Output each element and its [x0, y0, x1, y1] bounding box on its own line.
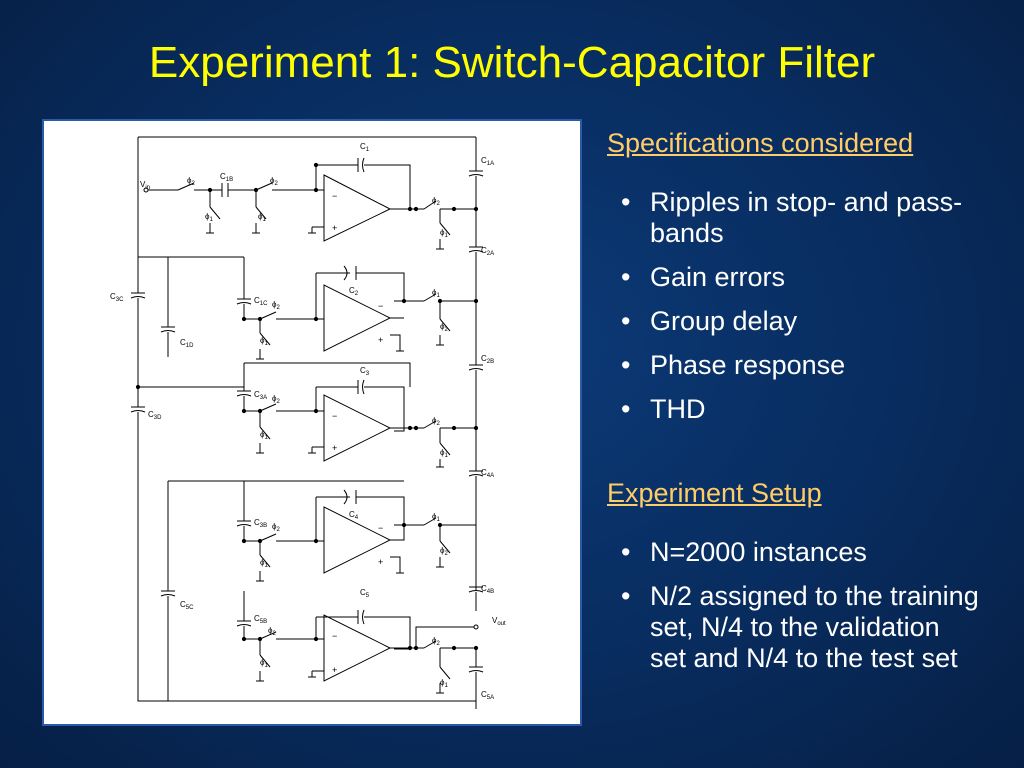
setup-list: N=2000 instances N/2 assigned to the tra… — [607, 537, 1007, 687]
label-phi1-g: ϕ1 — [440, 448, 448, 459]
label-plus-4: + — [378, 557, 383, 567]
specifications-item: Group delay — [607, 306, 1007, 337]
specifications-item: Phase response — [607, 350, 1007, 381]
label-plus-2: + — [378, 335, 383, 345]
label-c3b: C3B — [254, 518, 267, 529]
stage-4 — [160, 480, 484, 657]
stage-3 — [130, 362, 484, 591]
label-phi2-f: ϕ2 — [272, 394, 280, 405]
label-c2a: C2A — [481, 246, 494, 257]
label-phi1-j: ϕ1 — [260, 658, 268, 669]
label-c3c: C3C — [110, 292, 124, 303]
label-minus-3: − — [332, 411, 337, 421]
label-c5a: C5A — [481, 690, 494, 701]
label-minus-1: − — [332, 191, 337, 201]
label-c3: C3 — [360, 366, 370, 377]
label-c4b: C4B — [481, 584, 494, 595]
specifications-item: Gain errors — [607, 262, 1007, 293]
circuit-labels: C1 C1A C1B Vin ϕ2 ϕ2 ϕ1 ϕ1 − + ϕ2 ϕ1 C2A… — [110, 142, 506, 701]
setup-item: N=2000 instances — [607, 537, 1007, 568]
label-vin: Vin — [140, 180, 150, 191]
label-c1a: C1A — [481, 156, 494, 167]
label-phi2-b: ϕ2 — [270, 176, 278, 187]
label-plus-5: + — [332, 665, 337, 675]
specifications-heading: Specifications considered — [607, 128, 914, 158]
label-phi1-c: ϕ1 — [440, 228, 448, 239]
label-phi1-b: ϕ1 — [258, 212, 266, 223]
label-phi1-e: ϕ1 — [432, 288, 440, 299]
specifications-item: THD — [607, 394, 1007, 425]
label-c4: C4 — [349, 510, 359, 521]
stage-2 — [130, 257, 484, 411]
label-c1d: C1D — [180, 338, 194, 349]
label-plus-1: + — [332, 223, 337, 233]
label-c3d: C3D — [148, 410, 162, 421]
label-phi1-i: ϕ1 — [432, 512, 440, 523]
label-c3a: C3A — [254, 390, 267, 401]
stage-5 — [137, 591, 484, 709]
specifications-item: Ripples in stop- and pass-bands — [607, 187, 1007, 249]
label-phi1-a: ϕ1 — [205, 212, 213, 223]
label-phi2-h: ϕ2 — [272, 522, 280, 533]
setup-item: N/2 assigned to the training set, N/4 to… — [607, 581, 980, 674]
label-phi1-d: ϕ1 — [260, 336, 268, 347]
label-vout: Vout — [492, 616, 506, 627]
label-phi2-d: ϕ2 — [272, 300, 280, 311]
slide-title: Experiment 1: Switch-Capacitor Filter — [148, 38, 876, 87]
label-c5b: C5B — [254, 614, 267, 625]
circuit-diagram: C1 C1A C1B Vin ϕ2 ϕ2 ϕ1 ϕ1 − + ϕ2 ϕ1 C2A… — [42, 119, 582, 726]
label-phi1-h: ϕ1 — [260, 558, 268, 569]
label-phi2-k: ϕ2 — [432, 636, 440, 647]
specifications-list: Ripples in stop- and pass-bands Gain err… — [607, 187, 1007, 438]
label-phi2-g: ϕ2 — [432, 416, 440, 427]
label-phi1-k: ϕ1 — [440, 678, 448, 689]
label-c5: C5 — [360, 588, 370, 599]
label-phi2-i: ϕ2 — [440, 546, 448, 557]
label-c2b: C2B — [481, 354, 494, 365]
label-phi1-f: ϕ1 — [260, 430, 268, 441]
label-c1: C1 — [360, 142, 370, 153]
label-phi2-a: ϕ2 — [187, 176, 195, 187]
label-phi2-c: ϕ2 — [432, 196, 440, 207]
label-plus-3: + — [332, 443, 337, 453]
label-phi2-j: ϕ2 — [268, 626, 276, 637]
label-c4a: C4A — [481, 468, 494, 479]
label-minus-5: − — [332, 631, 337, 641]
label-minus-2: − — [378, 301, 383, 311]
setup-heading: Experiment Setup — [607, 478, 822, 508]
stage-1 — [143, 137, 484, 281]
label-c1c: C1C — [254, 296, 268, 307]
label-c2: C2 — [349, 286, 359, 297]
label-phi2-e: ϕ2 — [440, 322, 448, 333]
label-c5c: C5C — [180, 600, 194, 611]
label-c1b: C1B — [220, 172, 233, 183]
circuit-schematic: C1 C1A C1B Vin ϕ2 ϕ2 ϕ1 ϕ1 − + ϕ2 ϕ1 C2A… — [110, 136, 506, 709]
label-minus-4: − — [378, 523, 383, 533]
